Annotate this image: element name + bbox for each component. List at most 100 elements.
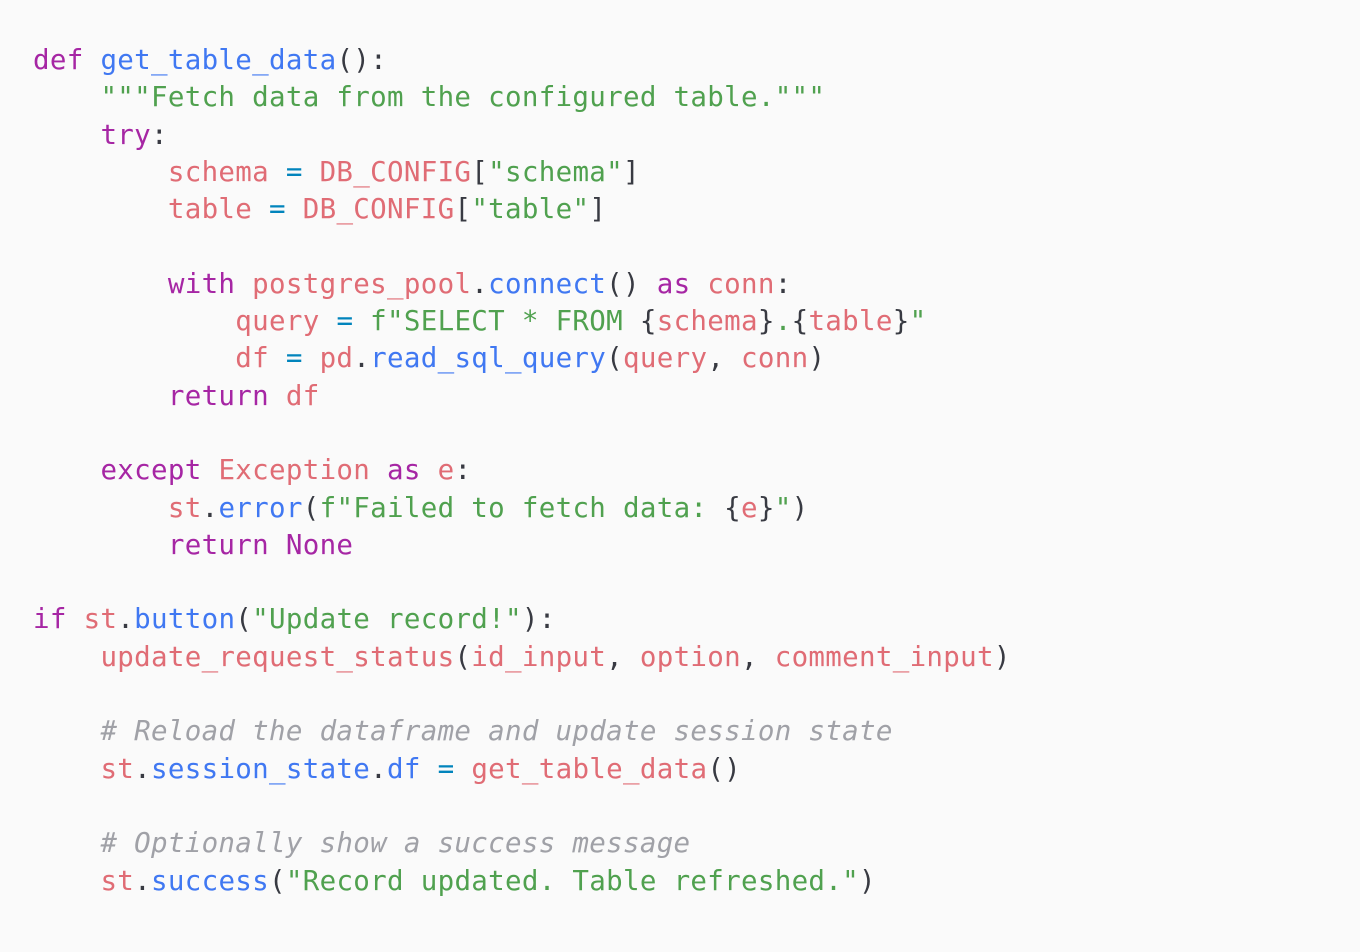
code-token [33,119,100,151]
code-token: with [167,267,236,300]
code-line: try: [33,117,1360,154]
code-token: schema [656,305,758,338]
code-token: connect [488,267,607,300]
code-token: ) [791,491,809,524]
code-line: """Fetch data from the configured table.… [33,79,1360,116]
code-token [33,827,100,859]
code-token [690,268,707,300]
code-token: conn [741,342,809,375]
code-token: st [100,864,135,897]
code-token: { [639,305,657,338]
code-token: . [201,491,219,524]
code-token: = [336,305,354,338]
code-token: ( [302,491,320,524]
code-line: query = f"SELECT * FROM {schema}.{table}… [33,303,1360,340]
code-token: : [151,118,168,151]
code-token: . [774,305,792,338]
code-line: with postgres_pool.connect() as conn: [33,266,1360,303]
code-token: id_input [471,640,607,673]
code-token: st [100,752,135,785]
code-token: : [774,267,792,300]
code-token: df [235,342,269,375]
code-token [67,603,84,635]
code-token: None [285,528,354,561]
code-token: def [33,44,84,76]
code-token [33,492,168,524]
code-token: postgres_pool [252,267,472,300]
code-token: " [774,491,792,524]
code-token: error [218,491,303,524]
code-line [33,788,1360,825]
code-token [303,342,320,374]
code-token: ( [269,864,286,897]
code-content: def get_table_data(): """Fetch data from… [33,42,1360,900]
code-token: { [791,305,809,338]
code-token [640,268,657,300]
code-line: update_request_status(id_input, option, … [33,639,1360,676]
code-token: ] [623,155,640,188]
code-token [33,342,235,374]
code-token [421,753,438,785]
code-token: [ [471,155,489,188]
code-token: "table" [471,193,590,226]
code-line [33,415,1360,452]
code-token: Exception [218,454,371,487]
code-line: table = DB_CONFIG["table"] [33,191,1360,228]
code-line: if st.button("Update record!"): [33,601,1360,638]
code-line: # Reload the dataframe and update sessio… [33,713,1360,750]
code-token [286,193,303,225]
code-token: . [134,864,152,897]
code-line: return df [33,378,1360,415]
code-token: update_request_status [100,640,455,673]
code-token: DB_CONFIG [302,193,455,226]
code-token [33,81,100,113]
code-token: , [606,640,640,673]
code-token: = [285,342,303,375]
code-token: e [741,491,758,524]
code-line: st.session_state.df = get_table_data() [33,751,1360,788]
code-token: ) [808,342,826,375]
code-token: get_table_data [100,44,337,76]
code-token: } [757,491,775,524]
code-token: . [117,603,135,636]
code-token: table [808,305,893,338]
code-token: query [235,305,320,338]
code-token [353,305,370,337]
code-token: () [606,267,640,300]
code-line: st.error(f"Failed to fetch data: {e}") [33,490,1360,527]
code-token: ) [859,864,876,897]
code-token [33,305,235,337]
code-line: except Exception as e: [33,452,1360,489]
code-token [370,454,387,486]
code-token: success [151,864,270,897]
code-token: (): [336,44,388,76]
code-token: f"SELECT * FROM [370,305,640,338]
code-token: . [353,342,371,375]
code-line [33,228,1360,265]
code-token: "schema" [488,155,624,188]
code-token: if [33,603,67,636]
code-token: df [285,379,320,412]
code-token: } [892,305,910,338]
code-token: ( [235,603,253,636]
code-token: = [269,193,286,226]
code-token [320,305,337,337]
code-token: read_sql_query [370,342,607,375]
code-token [33,156,168,188]
code-token: , [707,342,742,375]
code-token: ( [606,342,624,375]
code-token [33,380,168,412]
code-token: query [623,342,708,375]
code-line [33,564,1360,601]
code-token: . [471,267,489,300]
code-token: session_state [151,752,371,785]
code-token: DB_CONFIG [319,155,472,188]
code-line: # Optionally show a success message [33,825,1360,862]
code-token: ( [454,640,472,673]
code-token: st [83,603,118,636]
code-token: "Record updated. Table refreshed." [285,864,859,897]
code-token [33,454,100,486]
code-token [421,454,438,486]
code-token [33,865,100,897]
code-token [303,156,320,188]
